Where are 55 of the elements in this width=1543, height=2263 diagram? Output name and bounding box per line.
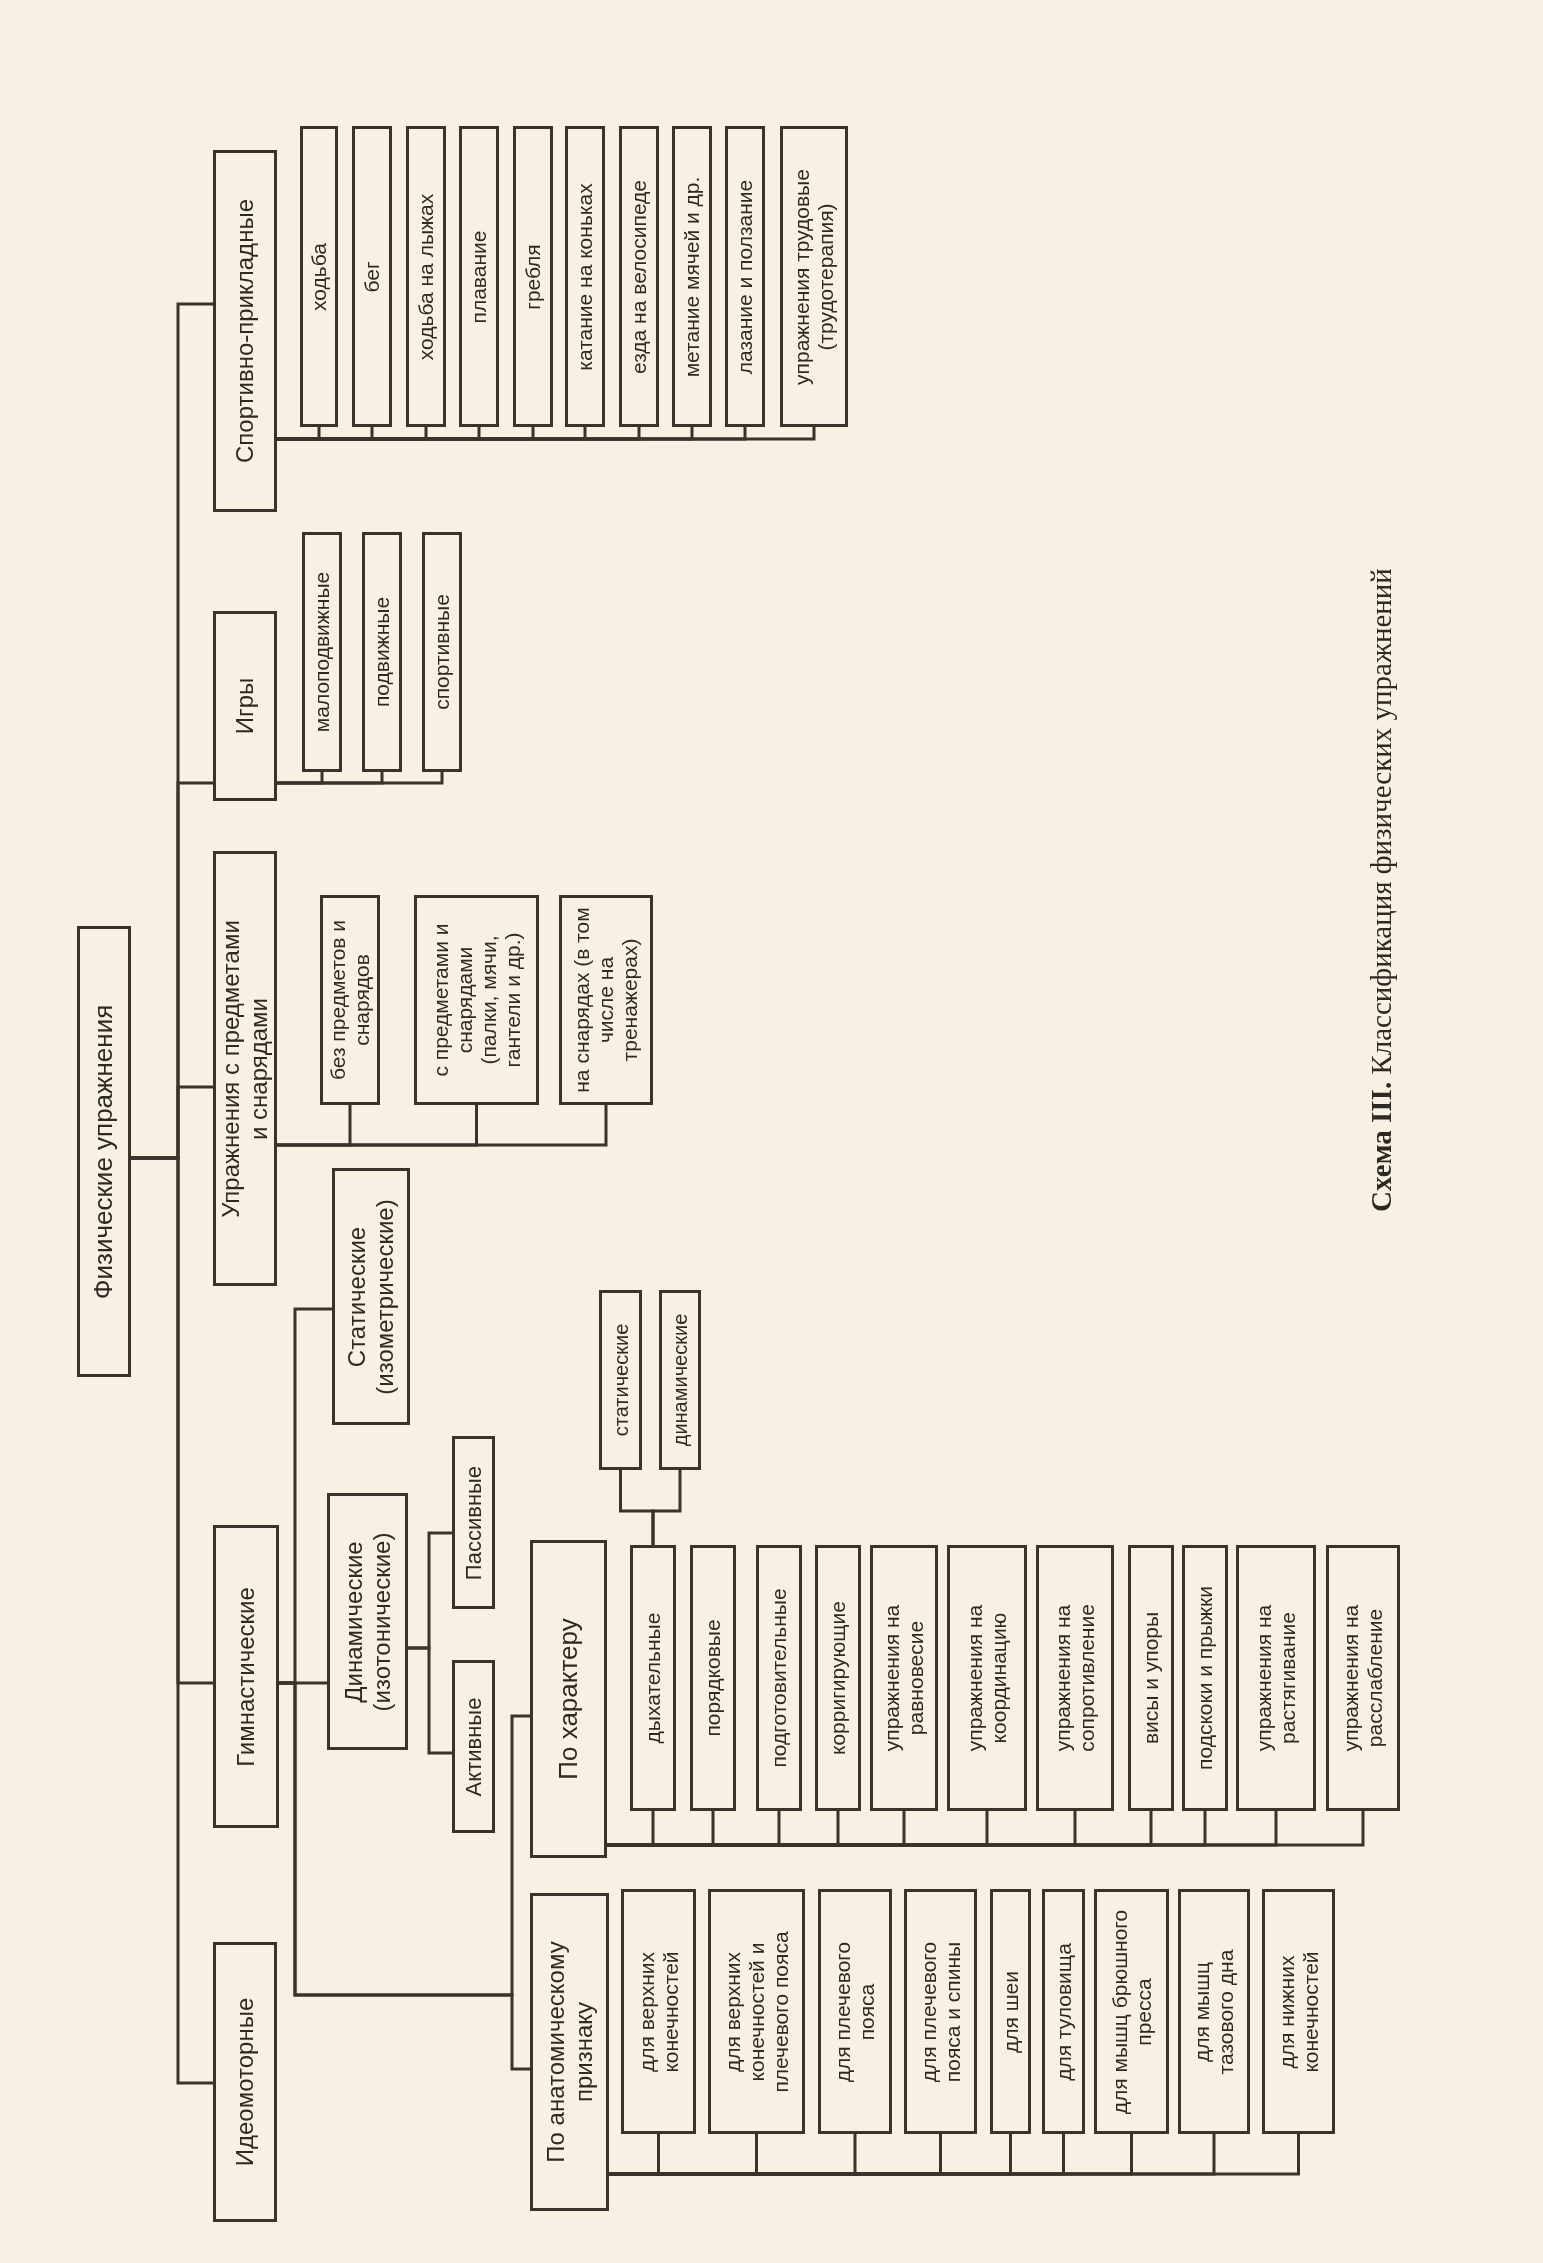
category-box: для плечевого пояса xyxy=(818,1889,892,2134)
category-box: с предметами и снарядами (палки, мячи, гантели и др.) xyxy=(414,895,539,1105)
category-box: Идеомоторные xyxy=(213,1942,277,2222)
category-box: для нижних конечностей xyxy=(1262,1889,1335,2134)
connector-line xyxy=(408,1646,452,1755)
category-box: корригирующие xyxy=(815,1545,861,1811)
category-box: По характеру xyxy=(530,1540,607,1858)
category-box: для шеи xyxy=(990,1889,1031,2134)
category-box: упражнения трудовые (трудотерапия) xyxy=(780,126,848,427)
category-box: без предметов и снарядов xyxy=(320,895,380,1105)
category-box: висы и упоры xyxy=(1128,1545,1174,1811)
category-box: для мышц тазового дна xyxy=(1178,1889,1250,2134)
category-box: езда на велосипеде xyxy=(619,126,659,427)
category-box: динамические xyxy=(659,1290,701,1470)
category-box: для мышц брюшного пресса xyxy=(1094,1889,1169,2134)
category-box: Статические (изометрические) xyxy=(332,1168,410,1425)
category-box: Динамические (изотонические) xyxy=(327,1493,408,1750)
category-box: катание на коньках xyxy=(565,126,605,427)
category-box: Спортивно-прикладные xyxy=(213,150,277,512)
category-box: ходьба xyxy=(300,126,338,427)
connector-line xyxy=(279,1681,530,2071)
category-box: упражнения на сопротивление xyxy=(1036,1545,1114,1811)
category-box: ходьба на лыжах xyxy=(406,126,446,427)
category-box: лазание и ползание xyxy=(725,126,765,427)
category-box: По анатомическому признаку xyxy=(530,1893,609,2211)
category-box: для верхних конечностей xyxy=(621,1889,696,2134)
category-box: упражнения на равновесие xyxy=(870,1545,938,1811)
category-box: подвижные xyxy=(362,532,402,772)
category-box: метание мячей и др. xyxy=(672,126,712,427)
category-box: Пассивные xyxy=(452,1436,495,1609)
category-box: гребля xyxy=(513,126,553,427)
category-box: для верхних конечностей и плечевого пояса xyxy=(708,1889,805,2134)
category-box: порядковые xyxy=(690,1545,736,1811)
category-box: подскоки и прыжки xyxy=(1182,1545,1228,1811)
category-box: Физические упражнения xyxy=(77,926,131,1377)
connector-line xyxy=(277,772,444,785)
connector-line xyxy=(131,1156,213,2085)
caption: Схема III. Классификация физических упражнений xyxy=(1364,568,1398,1212)
category-box: бег xyxy=(352,126,392,427)
connector-line xyxy=(277,1105,608,1147)
category-box: на снарядах (в том числе на тренажерах) xyxy=(559,895,653,1105)
category-box: подготовительные xyxy=(756,1545,802,1811)
category-box: Игры xyxy=(213,611,277,801)
category-box: для плечевого пояса и спины xyxy=(904,1889,977,2134)
category-box: упражнения на растягивание xyxy=(1236,1545,1316,1811)
connector-line xyxy=(651,1470,682,1545)
category-box: Упражнения с предметами и снарядами xyxy=(213,851,277,1286)
category-box: Гимнастические xyxy=(213,1525,279,1828)
category-box: малоподвижные xyxy=(302,532,342,772)
category-box: спортивные xyxy=(422,532,462,772)
category-box: Активные xyxy=(452,1660,495,1833)
category-box: статические xyxy=(599,1290,642,1470)
category-box: дыхательные xyxy=(630,1545,676,1811)
category-box: для туловища xyxy=(1042,1889,1085,2134)
category-box: плавание xyxy=(459,126,499,427)
